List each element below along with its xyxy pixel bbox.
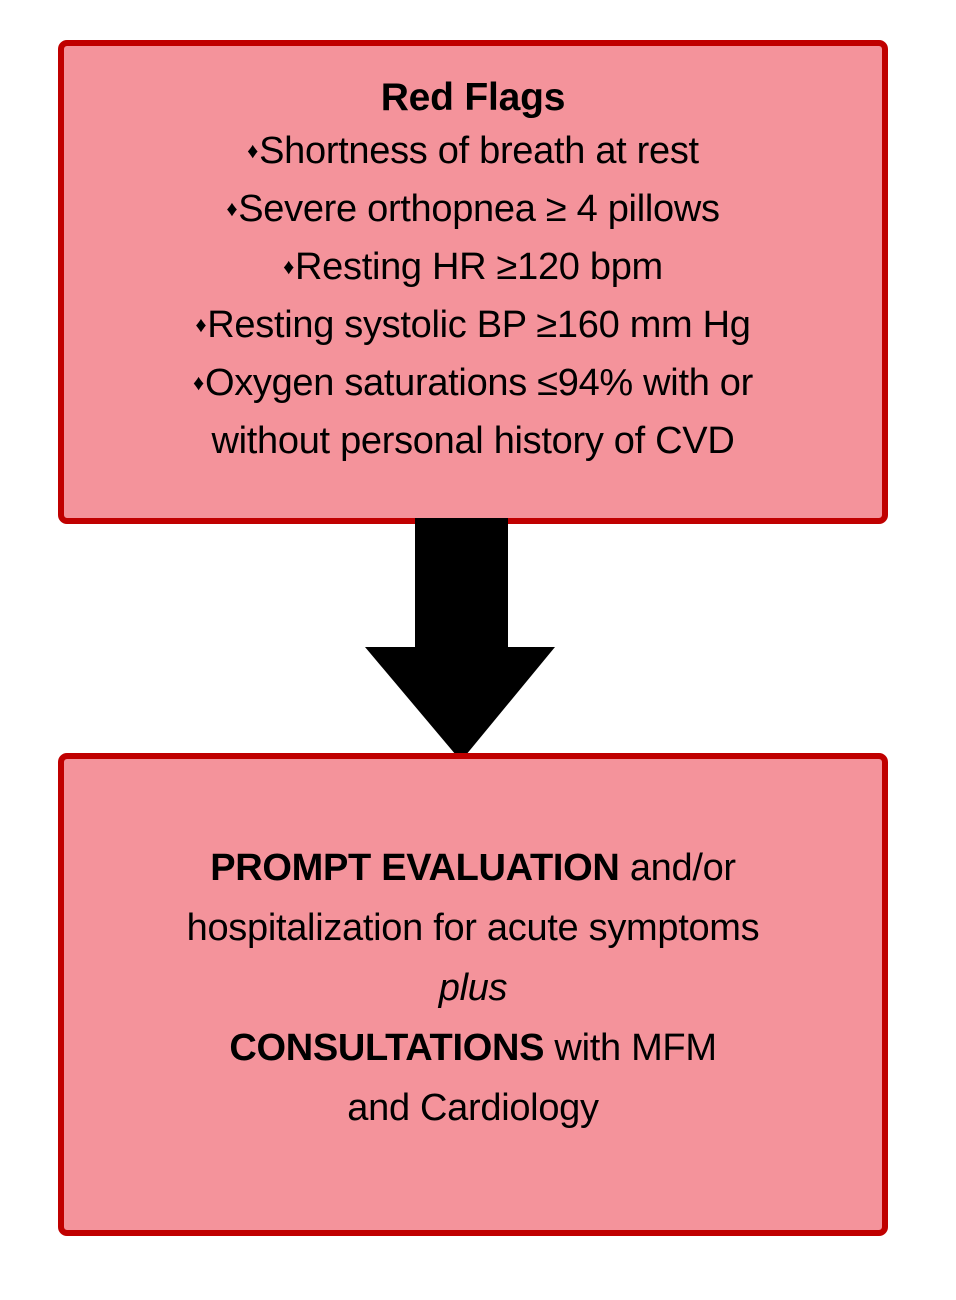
diamond-bullet-icon: ♦ bbox=[195, 312, 207, 337]
list-item-label: Resting systolic BP ≥160 mm Hg bbox=[207, 304, 751, 346]
list-item: ♦Resting systolic BP ≥160 mm Hg bbox=[64, 296, 882, 354]
list-item: ♦Oxygen saturations ≤94% with or without… bbox=[64, 354, 882, 470]
red-flags-title: Red Flags bbox=[380, 76, 566, 119]
list-item: ♦Severe orthopnea ≥ 4 pillows bbox=[64, 180, 882, 238]
arrow-shape bbox=[365, 518, 555, 761]
list-item-label-continued: without personal history of CVD bbox=[211, 420, 735, 462]
diamond-bullet-icon: ♦ bbox=[283, 254, 295, 279]
diamond-bullet-icon: ♦ bbox=[226, 196, 238, 221]
and-or-label: and/or bbox=[619, 847, 736, 889]
action-line-1: PROMPT EVALUATION and/or bbox=[64, 838, 882, 898]
action-text-block: PROMPT EVALUATION and/or hospitalization… bbox=[64, 838, 882, 1138]
list-item: ♦Shortness of breath at rest bbox=[64, 122, 882, 180]
list-item-label: Oxygen saturations ≤94% with or bbox=[204, 362, 753, 404]
action-line-2: hospitalization for acute symptoms bbox=[186, 907, 760, 949]
action-line-4: CONSULTATIONS with MFM bbox=[64, 1018, 882, 1078]
list-item-label: Shortness of breath at rest bbox=[259, 130, 699, 172]
red-flags-box: Red Flags ♦Shortness of breath at rest ♦… bbox=[58, 40, 888, 524]
action-line-3-plus: plus bbox=[438, 967, 508, 1009]
list-item: ♦Resting HR ≥120 bpm bbox=[64, 238, 882, 296]
prompt-evaluation-label: PROMPT EVALUATION bbox=[210, 847, 620, 889]
red-flags-list: ♦Shortness of breath at rest ♦Severe ort… bbox=[64, 122, 882, 470]
diamond-bullet-icon: ♦ bbox=[247, 138, 259, 163]
diamond-bullet-icon: ♦ bbox=[193, 370, 204, 395]
consultations-label: CONSULTATIONS bbox=[229, 1027, 545, 1069]
down-arrow-icon bbox=[365, 518, 555, 761]
with-mfm-label: with MFM bbox=[544, 1027, 717, 1069]
list-item-label: Severe orthopnea ≥ 4 pillows bbox=[238, 188, 720, 230]
action-box: PROMPT EVALUATION and/or hospitalization… bbox=[58, 753, 888, 1236]
action-line-5: and Cardiology bbox=[347, 1087, 599, 1129]
list-item-label: Resting HR ≥120 bpm bbox=[295, 246, 663, 288]
